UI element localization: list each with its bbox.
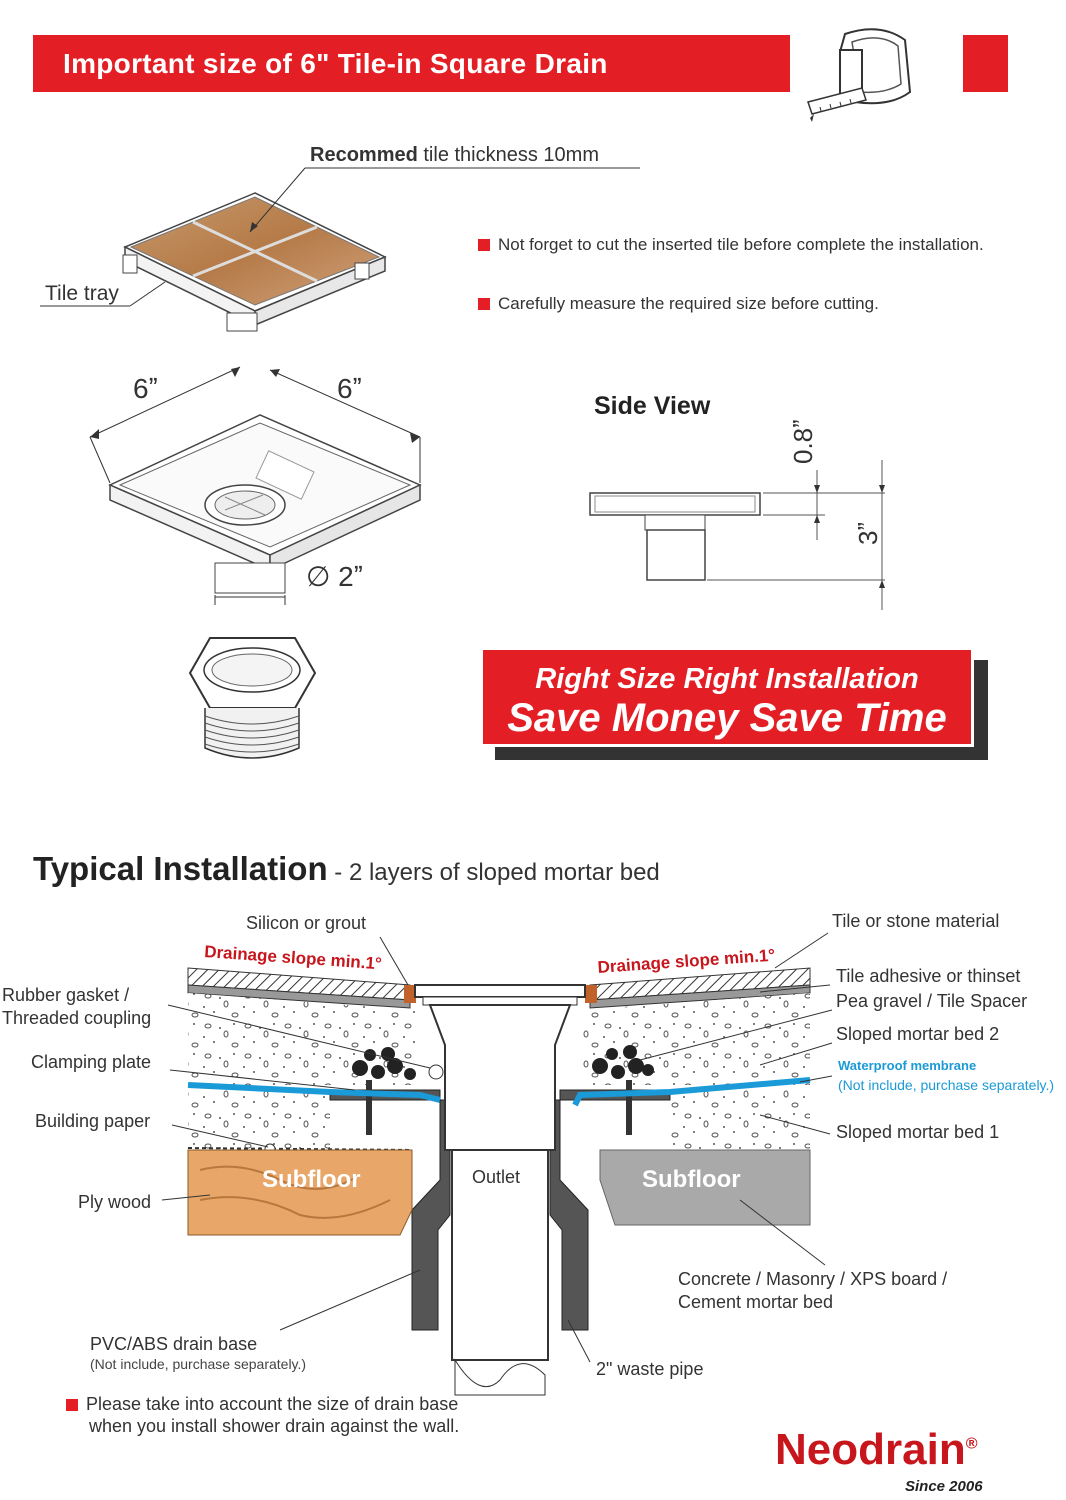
- side-view-illustration: [589, 460, 885, 610]
- label-concrete-2: Cement mortar bed: [678, 1292, 834, 1312]
- label-sloped-bed-1: Sloped mortar bed 1: [836, 1122, 1000, 1142]
- label-waste-pipe: 2" waste pipe: [596, 1359, 704, 1379]
- header-accent-bar: [963, 35, 1008, 92]
- bullet-icon: [478, 239, 490, 251]
- brand-since: Since 2006: [905, 1478, 983, 1495]
- bullet-icon: [478, 298, 490, 310]
- width-dim-right: 6ˮ: [337, 373, 362, 404]
- label-subfloor-right: Subfloor: [642, 1166, 741, 1193]
- label-tile-stone: Tile or stone material: [832, 911, 1000, 931]
- label-concrete-1: Concrete / Masonry / XPS board /: [678, 1269, 948, 1289]
- tile-tray-illustration: [122, 192, 387, 332]
- label-clamping-plate: Clamping plate: [31, 1052, 152, 1072]
- label-building-paper: Building paper: [35, 1111, 151, 1131]
- promo-line-1: Right Size Right Installation: [535, 663, 919, 695]
- bullet-icon: [66, 1398, 78, 1411]
- drain-body-illustration: [89, 366, 422, 605]
- tile-thickness-label: Recommed tile thickness 10mm: [310, 144, 599, 166]
- installation-title: Typical Installation - 2 layers of slope…: [33, 850, 660, 887]
- tile-tray-label: Tile tray: [45, 282, 119, 305]
- width-dim-left: 6ˮ: [133, 373, 158, 404]
- label-silicon: Silicon or grout: [246, 913, 367, 933]
- promo-box: Right Size Right Installation Save Money…: [480, 647, 974, 747]
- label-rubber-gasket-2: Threaded coupling: [2, 1008, 152, 1028]
- label-waterproof-note: (Not include, purchase separately.): [838, 1077, 1055, 1093]
- label-subfloor-left: Subfloor: [262, 1166, 361, 1193]
- tape-measure-icon: [807, 28, 912, 122]
- footnote-line-1: Please take into account the size of dra…: [66, 1394, 458, 1415]
- label-drain-base: PVC/ABS drain base: [90, 1334, 258, 1354]
- note-cut-tile: Not forget to cut the inserted tile befo…: [478, 235, 984, 255]
- label-outlet: Outlet: [472, 1167, 521, 1187]
- label-plywood: Ply wood: [78, 1192, 152, 1212]
- label-pea-gravel: Pea gravel / Tile Spacer: [836, 991, 1028, 1011]
- note-measure: Carefully measure the required size befo…: [478, 294, 879, 314]
- label-sloped-bed-2: Sloped mortar bed 2: [836, 1024, 1000, 1044]
- brand-logo: Neodrain®: [775, 1425, 978, 1474]
- footnote-line-2: when you install shower drain against th…: [89, 1416, 460, 1436]
- label-waterproof: Waterproof membrane: [838, 1058, 977, 1073]
- promo-line-2: Save Money Save Time: [507, 696, 947, 740]
- side-view-title: Side View: [594, 392, 711, 420]
- header-banner: Important size of 6" Tile-in Square Drai…: [33, 35, 790, 92]
- threaded-coupling-illustration: [188, 637, 317, 759]
- label-rubber-gasket-1: Rubber gasket /: [2, 985, 130, 1005]
- label-drain-base-note: (Not include, purchase separately.): [90, 1356, 307, 1372]
- label-tile-adhesive: Tile adhesive or thinset: [836, 966, 1021, 986]
- pipe-diameter-dim: ∅ 2ˮ: [306, 561, 364, 592]
